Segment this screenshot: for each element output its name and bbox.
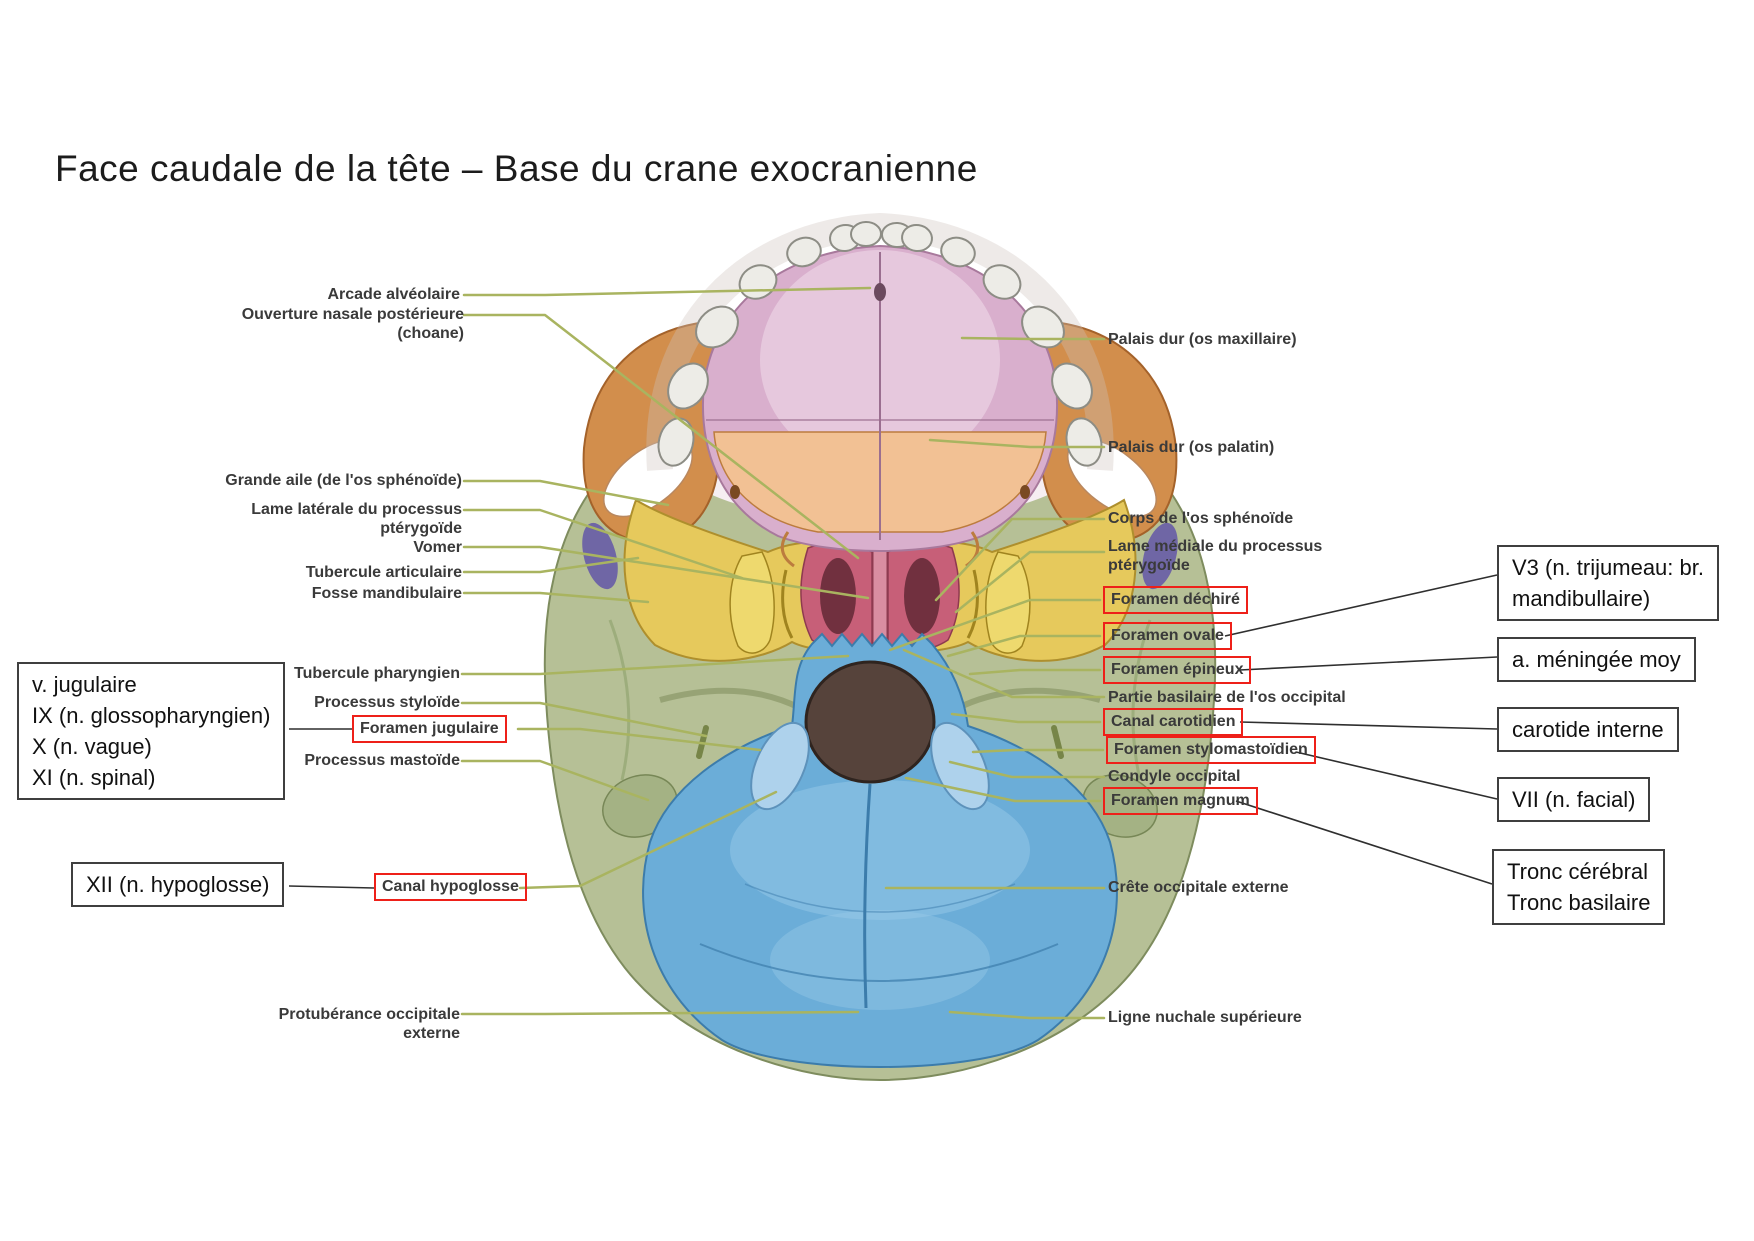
label-fosse-mandibulaire: Fosse mandibulaire bbox=[311, 585, 462, 602]
label-arcade-alveolaire: Arcade alvéolaire bbox=[327, 286, 460, 303]
leader-lines bbox=[460, 286, 1106, 1020]
label-vomer: Vomer bbox=[413, 539, 462, 556]
superior-nuchal-line bbox=[699, 943, 1059, 982]
label-ouverture-nasale: Ouverture nasale postérieure (choane) bbox=[241, 306, 464, 342]
leader-foramen-epineux bbox=[968, 668, 1102, 676]
label-palais-maxillaire: Palais dur (os maxillaire) bbox=[1108, 331, 1297, 348]
label-foramen-jugulaire: Foramen jugulaire bbox=[352, 715, 507, 743]
connector-magnum-tronc bbox=[1235, 800, 1493, 885]
label-partie-basilaire: Partie basilaire de l'os occipital bbox=[1108, 689, 1346, 706]
medial-pterygoid-plate-left bbox=[781, 569, 794, 639]
label-processus-mastoide: Processus mastoïde bbox=[304, 752, 460, 769]
label-foramen-magnum: Foramen magnum bbox=[1103, 787, 1258, 815]
styloid-process-left bbox=[696, 725, 709, 759]
label-canal-hypoglosse: Canal hypoglosse bbox=[374, 873, 527, 901]
choana-right bbox=[904, 558, 940, 634]
leader-canal-hypoglosse bbox=[518, 790, 778, 890]
alveolar-rim bbox=[646, 212, 1114, 471]
label-grande-aile: Grande aile (de l'os sphénoïde) bbox=[225, 472, 462, 489]
callout-hypoglossal-nerve: XII (n. hypoglosse) bbox=[71, 862, 285, 907]
callout-meningeal-artery: a. méningée moy bbox=[1497, 637, 1696, 682]
leader-protuberance-occipitale bbox=[460, 1010, 860, 1016]
choana-left bbox=[820, 558, 856, 634]
hard-palate bbox=[646, 212, 1114, 568]
connector-carotidien-carotide bbox=[1239, 721, 1498, 730]
connector-ovale-v3 bbox=[1224, 574, 1498, 637]
connector-hypoglosse-callout bbox=[288, 885, 375, 889]
leader-ouverture-nasale bbox=[462, 313, 860, 560]
sphenoid-wing-purple-right bbox=[1142, 522, 1178, 590]
leader-vomer bbox=[462, 545, 870, 600]
leader-canal-carotidien bbox=[950, 712, 1102, 724]
leader-foramen-stylomastoidien bbox=[971, 748, 1105, 754]
leader-foramen-ovale bbox=[946, 634, 1102, 658]
leader-foramen-jugulaire bbox=[516, 727, 762, 752]
leader-partie-basilaire bbox=[902, 648, 1106, 699]
teeth-arch bbox=[657, 220, 1103, 467]
label-lame-laterale: Lame latérale du processus ptérygoïde bbox=[251, 501, 462, 537]
leader-tubercule-pharyngien bbox=[460, 654, 850, 676]
medial-pterygoid-plate-right bbox=[966, 569, 979, 639]
label-tubercule-pharyngien: Tubercule pharyngien bbox=[294, 665, 460, 682]
leader-foramen-dechire bbox=[888, 598, 1102, 652]
petrous-ridge-right bbox=[956, 687, 1101, 711]
label-lame-mediale: Lame médiale du processus ptérygoïde bbox=[1108, 538, 1323, 574]
label-tubercule-articulaire: Tubercule articulaire bbox=[305, 564, 462, 581]
leader-grande-aile bbox=[462, 479, 670, 507]
connector-stylomastoidien-vii bbox=[1295, 751, 1498, 800]
label-foramen-dechire: Foramen déchiré bbox=[1103, 586, 1248, 614]
greater-palatine-foramen-left bbox=[730, 485, 740, 499]
label-palais-palatin: Palais dur (os palatin) bbox=[1108, 439, 1275, 456]
leader-processus-styloide bbox=[460, 701, 708, 738]
connector-lines bbox=[288, 574, 1498, 889]
occipital-bone bbox=[642, 632, 1118, 1068]
page-title: Face caudale de la tête – Base du crane … bbox=[55, 148, 978, 189]
greater-palatine-foramen-right bbox=[1020, 485, 1030, 499]
label-ligne-nuchale: Ligne nuchale supérieure bbox=[1108, 1009, 1302, 1026]
leader-lame-laterale bbox=[462, 508, 744, 580]
foramen-magnum-opening bbox=[804, 660, 936, 784]
label-foramen-epineux: Foramen épineux bbox=[1103, 656, 1252, 684]
label-foramen-ovale: Foramen ovale bbox=[1103, 622, 1232, 650]
leader-arcade-alveolaire bbox=[462, 286, 872, 297]
callout-internal-carotid: carotide interne bbox=[1497, 707, 1679, 752]
callout-v3-trigeminal: V3 (n. trijumeau: br. mandibullaire) bbox=[1497, 545, 1719, 621]
label-processus-styloide: Processus styloïde bbox=[314, 694, 460, 711]
leader-condyle-occipital bbox=[948, 760, 1106, 779]
callout-jugular-nerves: v. jugulaire IX (n. glossopharyngien) X … bbox=[17, 662, 286, 800]
label-condyle-occipital: Condyle occipital bbox=[1108, 768, 1241, 785]
leader-corps-sphenoide bbox=[934, 517, 1106, 602]
connector-epineux-meningee bbox=[1239, 656, 1498, 671]
label-canal-carotidien: Canal carotidien bbox=[1103, 708, 1244, 736]
vomer-septum bbox=[872, 545, 888, 647]
label-foramen-stylomastoidien: Foramen stylomastoïdien bbox=[1106, 736, 1316, 764]
label-crete-occipitale: Crête occipitale externe bbox=[1108, 879, 1289, 896]
label-protuberance-occipitale: Protubérance occipitale externe bbox=[278, 1006, 460, 1042]
leader-tubercule-articulaire bbox=[462, 556, 640, 574]
leader-foramen-magnum bbox=[904, 776, 1102, 803]
callout-facial-nerve: VII (n. facial) bbox=[1497, 777, 1651, 822]
leader-palais-maxillaire bbox=[960, 336, 1106, 341]
occipital-condyle-left bbox=[750, 721, 810, 811]
leader-lame-mediale bbox=[954, 550, 1106, 614]
label-corps-sphenoide: Corps de l'os sphénoïde bbox=[1108, 510, 1294, 527]
leader-palais-palatin bbox=[928, 438, 1106, 449]
lateral-pterygoid-plate-left bbox=[729, 551, 775, 654]
leader-processus-mastoide bbox=[460, 759, 650, 802]
petrous-ridge-left bbox=[659, 687, 802, 711]
leader-fosse-mandibulaire bbox=[462, 591, 650, 604]
inferior-nuchal-line bbox=[744, 883, 1016, 913]
incisive-fossa bbox=[874, 283, 886, 301]
leader-ligne-nuchale bbox=[948, 1010, 1106, 1020]
callout-brainstem: Tronc cérébral Tronc basilaire bbox=[1492, 849, 1666, 925]
styloid-process-right bbox=[1051, 725, 1064, 759]
